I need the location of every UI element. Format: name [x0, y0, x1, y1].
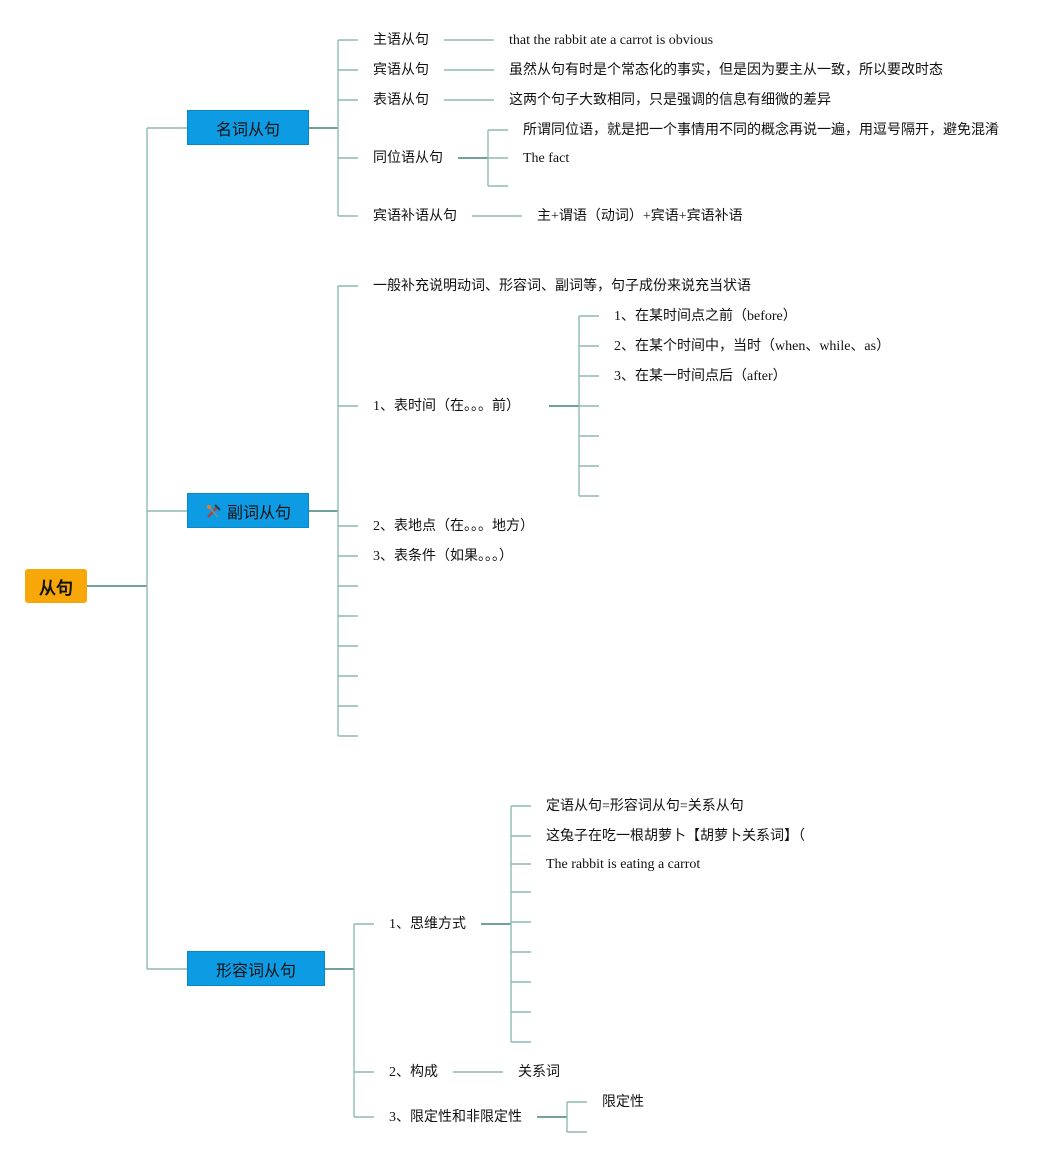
tools-icon [205, 502, 223, 520]
adjective-thinking-item-3[interactable]: The rabbit is eating a carrot [546, 857, 701, 872]
adverb-condition-node[interactable]: 3、表条件（如果。。。） [373, 549, 513, 564]
subject-clause-detail[interactable]: that the rabbit ate a carrot is obvious [509, 33, 714, 48]
adjective-clause-label: 形容词从句 [215, 960, 296, 980]
predicative-clause-detail[interactable]: 这两个句子大致相同，只是强调的信息有细微的差异 [509, 93, 831, 108]
appositive-detail-2[interactable]: The fact [523, 151, 570, 166]
noun-clause-node[interactable]: 名词从句 [187, 110, 309, 145]
adverb-time-item-1[interactable]: 1、在某时间点之前（before） [614, 309, 797, 324]
adjective-structure-node[interactable]: 2、构成 [389, 1065, 438, 1080]
object-clause-node[interactable]: 宾语从句 [373, 63, 429, 78]
appositive-clause-node[interactable]: 同位语从句 [373, 151, 443, 166]
adverb-place-node[interactable]: 2、表地点（在。。。地方） [373, 519, 534, 534]
adverb-clause-label: 副词从句 [226, 502, 291, 522]
root-node[interactable]: 从句 [25, 569, 87, 603]
adjective-thinking-node[interactable]: 1、思维方式 [389, 917, 466, 932]
root-label: 从句 [39, 578, 73, 599]
adverb-clause-node[interactable]: 副词从句 [187, 493, 309, 528]
adverb-time-node[interactable]: 1、表时间（在。。。前） [373, 399, 520, 414]
adjective-thinking-item-1[interactable]: 定语从句=形容词从句=关系从句 [546, 799, 744, 814]
adverb-time-item-2[interactable]: 2、在某个时间中，当时（when、while、as） [614, 339, 891, 354]
adjective-restrictive-node[interactable]: 3、限定性和非限定性 [389, 1110, 522, 1125]
predicative-clause-node[interactable]: 表语从句 [373, 93, 429, 108]
object-clause-detail[interactable]: 虽然从句有时是个常态化的事实，但是因为要主从一致，所以要改时态 [509, 63, 943, 78]
adverb-general-note[interactable]: 一般补充说明动词、形容词、副词等，句子成份来说充当状语 [373, 279, 751, 294]
noun-clause-label: 名词从句 [215, 119, 280, 139]
adjective-structure-detail[interactable]: 关系词 [518, 1065, 560, 1080]
adjective-thinking-item-2[interactable]: 这兔子在吃一根胡萝卜【胡萝卜关系词】（ [546, 829, 805, 844]
subject-clause-node[interactable]: 主语从句 [373, 33, 429, 48]
object-complement-clause-node[interactable]: 宾语补语从句 [373, 209, 457, 224]
appositive-detail-1[interactable]: 所谓同位语，就是把一个事情用不同的概念再说一遍，用逗号隔开，避免混淆 [523, 123, 999, 138]
adverb-time-item-3[interactable]: 3、在某一时间点后（after） [614, 369, 787, 384]
adjective-clause-node[interactable]: 形容词从句 [187, 951, 325, 986]
object-complement-detail[interactable]: 主+谓语（动词）+宾语+宾语补语 [537, 209, 743, 224]
adjective-restrictive-detail[interactable]: 限定性 [602, 1095, 644, 1110]
